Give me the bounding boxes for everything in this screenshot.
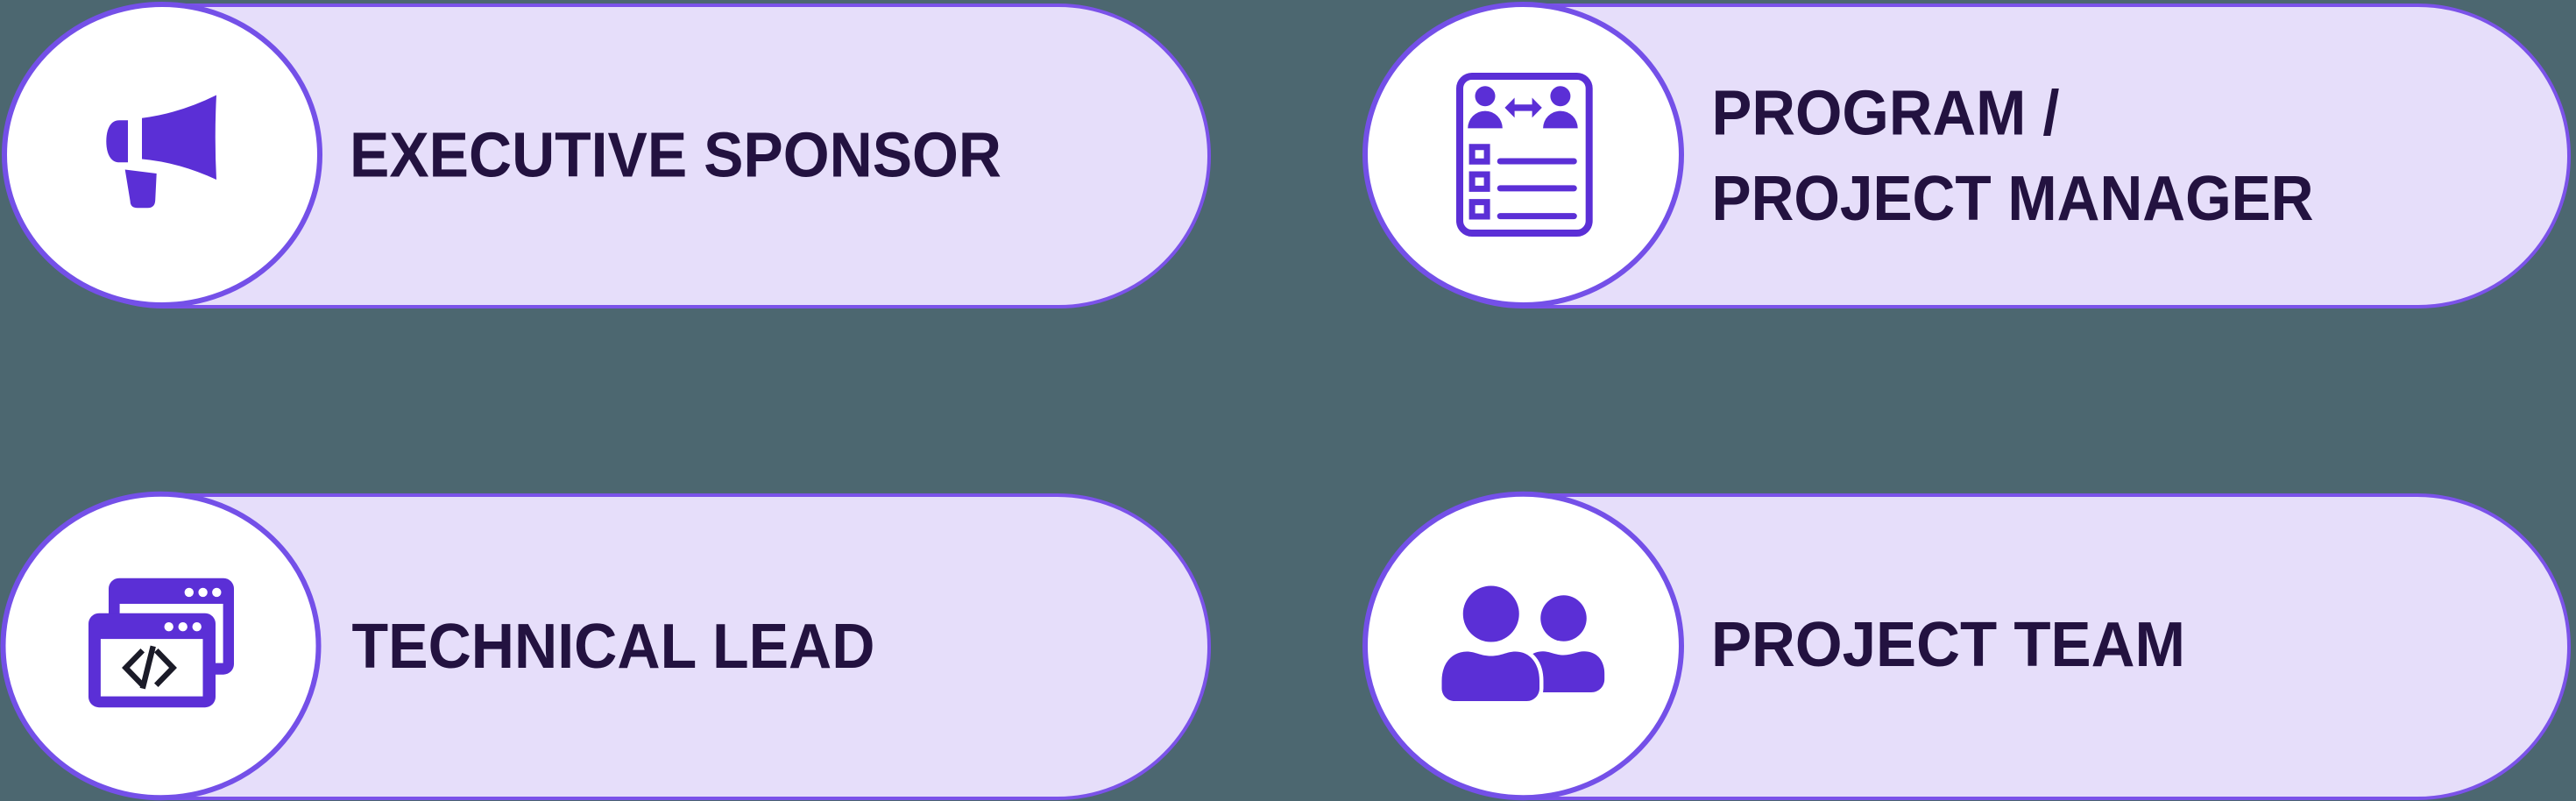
svg-text:EXECUTIVE SPONSOR: EXECUTIVE SPONSOR: [350, 120, 1001, 191]
svg-text:PROGRAM /: PROGRAM /: [1712, 78, 2060, 149]
svg-text:TECHNICAL LEAD: TECHNICAL LEAD: [352, 611, 875, 682]
svg-text:PROJECT TEAM: PROJECT TEAM: [1711, 609, 2185, 680]
svg-text:PROJECT MANAGER: PROJECT MANAGER: [1712, 163, 2314, 234]
